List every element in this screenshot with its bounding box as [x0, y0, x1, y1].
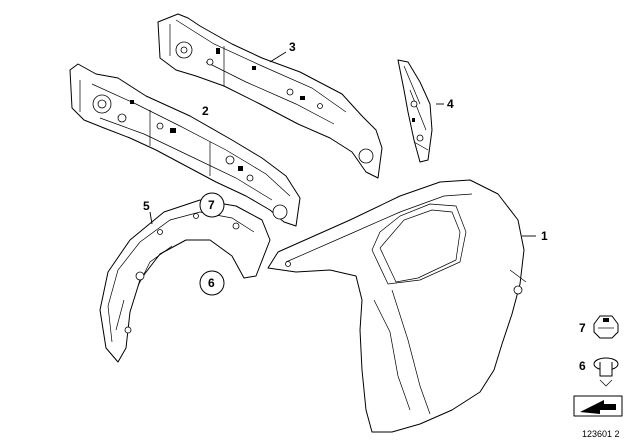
legend-label-6: 6 — [579, 359, 586, 373]
leader-lines — [149, 51, 536, 237]
callout-7: 7 — [208, 198, 215, 212]
part-3-rear-panel[interactable] — [157, 13, 383, 179]
callout-6: 6 — [208, 276, 215, 290]
part-4-bracket[interactable] — [397, 59, 433, 163]
clip-7-icon — [593, 315, 619, 339]
document-arrow-icon — [573, 395, 623, 417]
nut-6-icon — [593, 357, 619, 387]
callout-4: 4 — [447, 97, 454, 111]
document-number: 123601 2 — [582, 429, 620, 439]
part-5-wheel-arch-liner[interactable] — [99, 199, 271, 363]
callout-2: 2 — [202, 104, 209, 118]
callout-1: 1 — [541, 229, 548, 243]
callout-7-circle — [199, 192, 225, 218]
callout-6-circle — [199, 270, 225, 296]
callout-3: 3 — [289, 40, 296, 54]
part-2-rear-panel-lower[interactable] — [69, 63, 301, 227]
callout-5: 5 — [143, 199, 150, 213]
part-1-side-panel[interactable] — [267, 179, 527, 433]
legend-label-7: 7 — [579, 321, 586, 335]
